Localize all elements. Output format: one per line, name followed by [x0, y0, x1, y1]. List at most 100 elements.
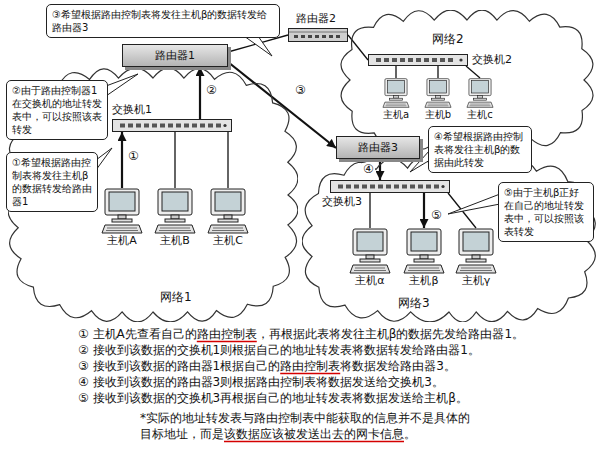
switch-case: [331, 181, 450, 193]
switch-body: [368, 54, 468, 66]
switch-port: [426, 185, 431, 189]
switch-led: [223, 124, 226, 127]
computer-icon: [154, 188, 196, 234]
monitor: [407, 229, 441, 255]
network-cable: [369, 193, 370, 228]
switch-label: 交换机1: [112, 103, 152, 116]
cloud-path: [8, 68, 298, 322]
keys: [106, 228, 138, 231]
computer-icon: [403, 228, 445, 274]
network-label: 网络3: [398, 296, 430, 310]
switch-port: [392, 58, 397, 62]
host-computer: 主机B: [152, 188, 198, 247]
label-holder: 路由器2: [296, 12, 336, 25]
label-holder: ④ 接收到该数据的路由器3则根据路由控制表将数据发送给交换机3。: [78, 374, 594, 390]
switch-port: [400, 58, 405, 62]
stand: [477, 96, 482, 99]
switch-port: [200, 124, 205, 128]
stand: [366, 255, 374, 259]
network-cable: [395, 66, 396, 78]
label-holder: ⑤: [430, 209, 443, 222]
callout-tail: [244, 36, 272, 56]
switch-port: [370, 185, 375, 189]
callout-box: ①希望根据路由控制表将发往主机β的数据转发给路由器1: [6, 152, 98, 212]
switch-port: [184, 124, 189, 128]
step-number: ③: [294, 84, 307, 97]
monitor: [385, 79, 407, 96]
keys: [354, 268, 386, 271]
network-label: 网络1: [160, 290, 192, 304]
switch-port: [120, 124, 125, 128]
monitor: [459, 229, 493, 255]
label-holder: ②: [205, 84, 218, 97]
step-number: ⑤: [430, 209, 443, 222]
host-label: 主机γ: [453, 274, 499, 287]
stand-base: [360, 259, 380, 262]
switch-port: [384, 58, 389, 62]
host-computer: 主机α: [347, 228, 393, 287]
switch-port: [136, 124, 141, 128]
router-label: 路由器3: [343, 141, 413, 154]
switch-port: [346, 185, 351, 189]
keyboard: [456, 265, 496, 273]
switch-port: [424, 58, 429, 62]
network-cable: [227, 132, 228, 188]
switch-port: [160, 124, 165, 128]
router-port: [294, 35, 298, 38]
switch-case: [369, 55, 468, 66]
computer-icon: [382, 78, 410, 108]
switch-body: [112, 119, 232, 132]
switch-port: [152, 124, 157, 128]
switch-port: [208, 124, 213, 128]
step-number: ④: [362, 163, 375, 176]
monitor: [158, 189, 192, 215]
keyboard: [208, 225, 248, 233]
step-text: ② 接收到该数据的交换机1则根据自己的地址转发表将数据转发给路由器1。: [78, 342, 594, 358]
screen: [109, 192, 135, 211]
stand-base: [431, 98, 444, 100]
switch-label: 交换机2: [472, 53, 512, 66]
keyboard: [404, 265, 444, 273]
callout-box: ④希望根据路由控制表将发往主机β的数据由此转发: [428, 126, 532, 173]
router-box: 路由器3: [336, 136, 420, 159]
monitor: [211, 189, 245, 215]
keyboard: [350, 265, 390, 273]
switch-port: [448, 58, 453, 62]
switch-port: [144, 124, 149, 128]
computer-icon: [101, 188, 143, 234]
step-text: ① 主机A先查看自己的路由控制表，再根据此表将发往主机β的数据先发给路由器1。: [78, 326, 594, 342]
keyboard: [102, 225, 142, 233]
computer-icon: [466, 78, 494, 108]
stand-base: [389, 98, 402, 100]
label-holder: *实际的地址转发表与路由控制表中能获取的信息并不是具体的目标地址，而是该数据应该…: [140, 410, 480, 442]
switch-port: [416, 58, 421, 62]
monitor: [353, 229, 387, 255]
label-holder: ⑤ 接收到该数据的交换机3再根据自己的地址转发表将数据发送给主机β。: [78, 390, 594, 406]
router-port: [322, 35, 326, 38]
keyboard: [383, 102, 409, 107]
switch-port: [376, 58, 381, 62]
network-cable: [379, 159, 381, 180]
switch-port: [402, 185, 407, 189]
step-number: ①: [127, 150, 140, 163]
host-label: 主机α: [347, 274, 393, 287]
router-label: 路由器2: [296, 12, 336, 25]
host-label: 主机a: [378, 108, 414, 121]
host-label: 主机c: [462, 108, 498, 121]
callout-tail: [106, 74, 138, 96]
label-holder: ④: [362, 163, 375, 176]
switch-port: [386, 185, 391, 189]
host-computer: 主机c: [462, 78, 498, 121]
label-holder: ② 接收到该数据的交换机1则根据自己的地址转发表将数据转发给路由器1。: [78, 342, 594, 358]
callout-text: ④希望根据路由控制表将发往主机β的数据由此转发: [434, 130, 526, 169]
stand-base: [112, 219, 132, 222]
computer-icon: [349, 228, 391, 274]
keys: [212, 228, 244, 231]
keyboard: [425, 102, 451, 107]
switch-port: [192, 124, 197, 128]
cloud-path: [341, 10, 593, 150]
network-cable: [121, 132, 123, 188]
label-holder: ① 主机A先查看自己的路由控制表，再根据此表将发往主机β的数据先发给路由器1。: [78, 326, 594, 342]
stand: [435, 96, 440, 99]
